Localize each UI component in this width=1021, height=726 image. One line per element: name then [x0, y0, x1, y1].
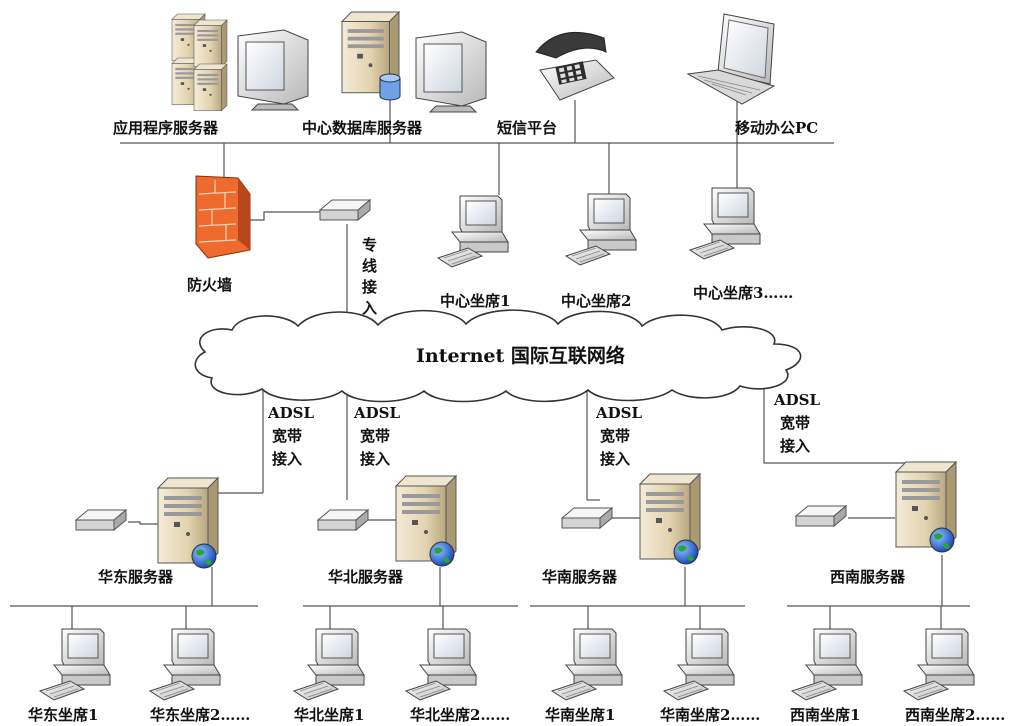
southwest-seat-1-label: 西南坐席1 [790, 706, 860, 724]
center-seat-3-pc [689, 187, 761, 260]
east-china-server-label: 华东服务器 [98, 568, 174, 586]
southwest-server [896, 462, 956, 552]
svg-text:宽带: 宽带 [271, 427, 302, 445]
svg-text:ADSL: ADSL [267, 404, 314, 422]
east-seat-2-label: 华东坐席2…… [150, 706, 250, 724]
center-seat-1-pc [437, 195, 509, 268]
mobile-pc-label: 移动办公PC [735, 119, 818, 137]
adsl-access-north: ADSL 宽带 接入 [353, 404, 400, 468]
center-seat-1-label: 中心坐席1 [440, 292, 510, 310]
internet-cloud [194, 309, 802, 403]
north-china-modem [317, 509, 369, 531]
leased-line-char-2: 线 [362, 257, 377, 275]
connection-lines [10, 100, 970, 630]
south-seat-2-label: 华南坐席2…… [660, 706, 760, 724]
south-china-server [640, 474, 700, 564]
southwest-seat-1-pc [791, 628, 863, 701]
svg-text:宽带: 宽带 [779, 414, 810, 432]
south-china-modem [561, 507, 613, 529]
telephone-icon [535, 31, 615, 101]
southwest-seat-2-pc [903, 628, 975, 701]
north-seat-1-pc [293, 628, 365, 701]
north-china-server-label: 华北服务器 [328, 568, 404, 586]
north-seat-2-label: 华北坐席2…… [410, 706, 510, 724]
adsl-access-east: ADSL 宽带 接入 [267, 404, 314, 468]
south-china-server-label: 华南服务器 [542, 568, 618, 586]
database-server [341, 11, 401, 101]
laptop-icon [686, 13, 776, 105]
monitor-icon [415, 31, 487, 113]
north-seat-1-label: 华北坐席1 [294, 706, 364, 724]
firewall-label: 防火墙 [187, 276, 232, 294]
svg-text:ADSL: ADSL [773, 391, 820, 409]
adsl-access-south: ADSL 宽带 接入 [595, 404, 642, 468]
center-seat-2-label: 中心坐席2 [561, 292, 631, 310]
adsl-access-southwest: ADSL 宽带 接入 [773, 391, 820, 455]
southwest-seat-2-label: 西南坐席2…… [905, 706, 1005, 724]
center-seat-2-pc [565, 193, 637, 266]
north-china-server [396, 476, 456, 566]
firewall-icon [195, 175, 251, 259]
leased-line-char-4: 入 [362, 299, 377, 317]
leased-line-char-3: 接 [362, 278, 377, 296]
svg-text:接入: 接入 [600, 450, 630, 468]
svg-text:接入: 接入 [272, 450, 302, 468]
svg-text:宽带: 宽带 [359, 427, 390, 445]
leased-line-modem [319, 199, 371, 221]
southwest-server-label: 西南服务器 [830, 568, 906, 586]
north-seat-2-pc [405, 628, 477, 701]
app-server-label: 应用程序服务器 [113, 119, 219, 137]
svg-text:ADSL: ADSL [353, 404, 400, 422]
application-server [171, 13, 228, 112]
database-icon [379, 73, 401, 101]
db-server-label: 中心数据库服务器 [302, 119, 423, 137]
leased-line-char-1: 专 [362, 236, 377, 254]
east-seat-1-label: 华东坐席1 [28, 706, 98, 724]
svg-text:接入: 接入 [780, 437, 810, 455]
east-seat-2-pc [149, 628, 221, 701]
east-china-modem [75, 509, 127, 531]
south-seat-1-pc [551, 628, 623, 701]
south-seat-1-label: 华南坐席1 [545, 706, 615, 724]
svg-text:ADSL: ADSL [595, 404, 642, 422]
svg-text:宽带: 宽带 [599, 427, 630, 445]
south-seat-2-pc [663, 628, 735, 701]
east-china-server [158, 478, 218, 568]
sms-platform-label: 短信平台 [497, 119, 557, 137]
monitor-icon [237, 29, 309, 111]
southwest-modem [795, 505, 847, 527]
east-seat-1-pc [39, 628, 111, 701]
svg-text:接入: 接入 [360, 450, 390, 468]
center-seat-3-label: 中心坐席3…… [693, 284, 793, 302]
internet-cloud-label: Internet 国际互联网络 [416, 344, 625, 367]
